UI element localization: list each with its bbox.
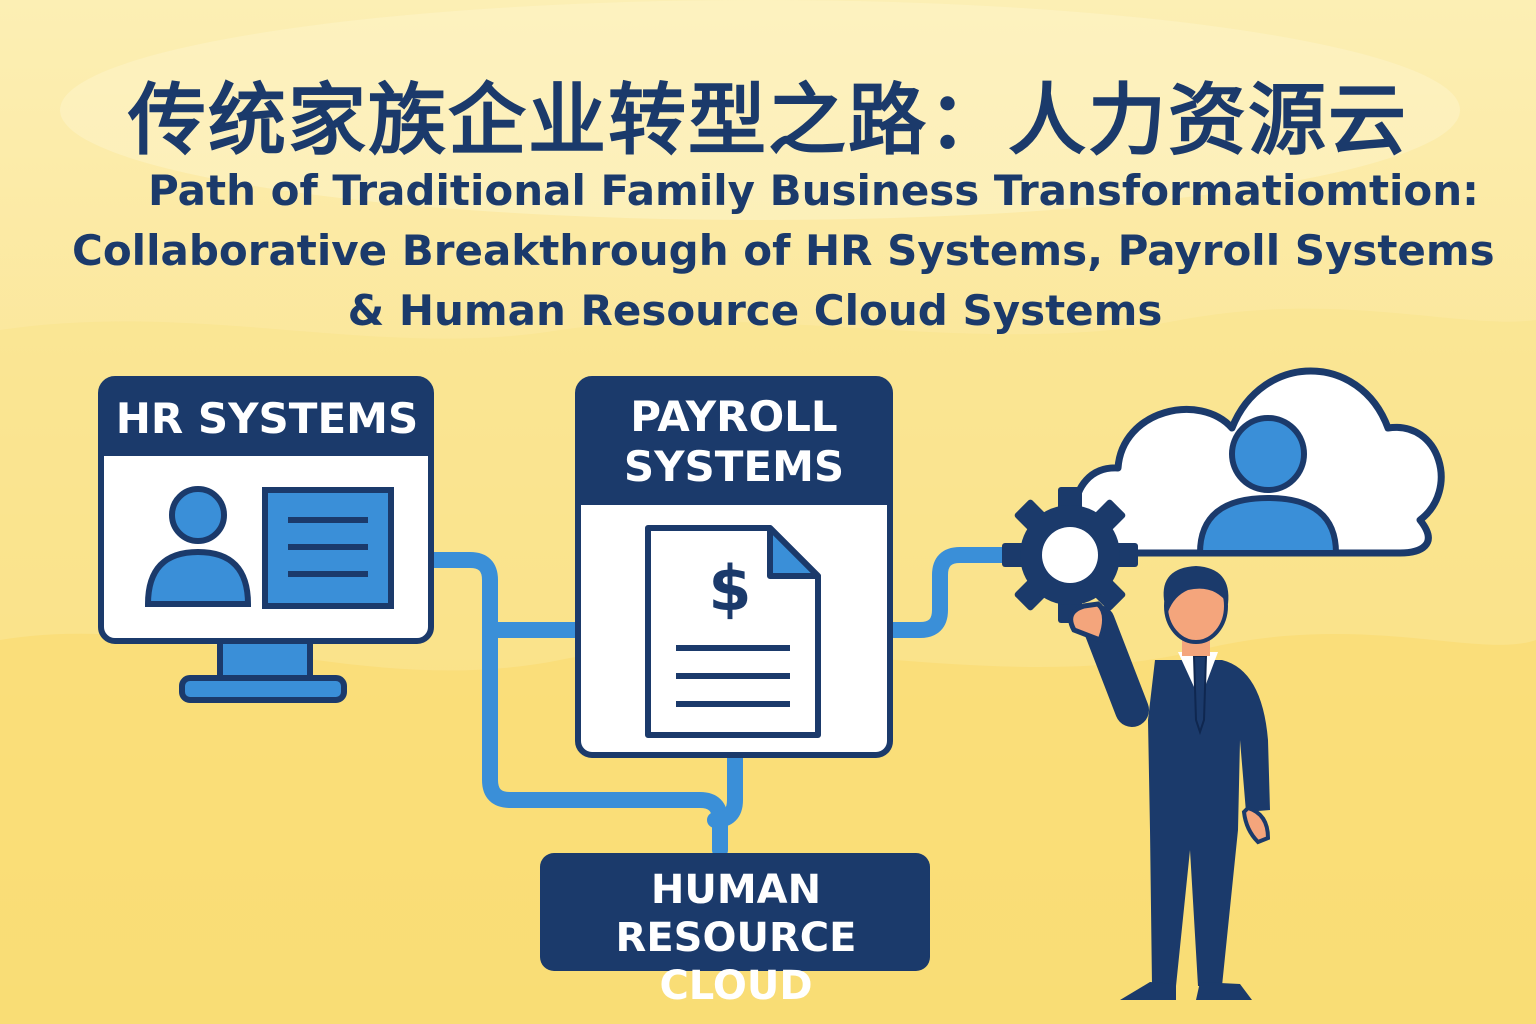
hr-systems-node — [98, 376, 434, 703]
hr-systems-label: HR SYSTEMS — [115, 394, 419, 443]
user-icon — [1196, 415, 1340, 556]
page-title-chinese: 传统家族企业转型之路：人力资源云 — [127, 76, 1408, 166]
businessman-figure — [1068, 566, 1271, 1000]
human-resource-cloud-node — [540, 853, 930, 971]
user-profile-icon — [144, 486, 252, 607]
document-icon — [262, 487, 394, 609]
page-subtitle-line-2: Collaborative Breakthrough of HR Systems… — [72, 226, 1495, 275]
page-subtitle-line-1: Path of Traditional Family Business Tran… — [148, 166, 1479, 215]
payroll-systems-node: $ — [575, 376, 893, 758]
gear-icon — [1002, 487, 1138, 623]
page-subtitle-line-3: & Human Resource Cloud Systems — [347, 286, 1163, 335]
human-resource-cloud-label: HUMAN RESOURCE CLOUD — [615, 867, 857, 1009]
payroll-document-icon: $ — [645, 525, 821, 738]
dollar-icon: $ — [708, 552, 751, 625]
connector-lines — [424, 547, 1018, 858]
cloud-icon — [1071, 367, 1445, 557]
payroll-systems-label: PAYROLL SYSTEMS — [623, 392, 845, 491]
